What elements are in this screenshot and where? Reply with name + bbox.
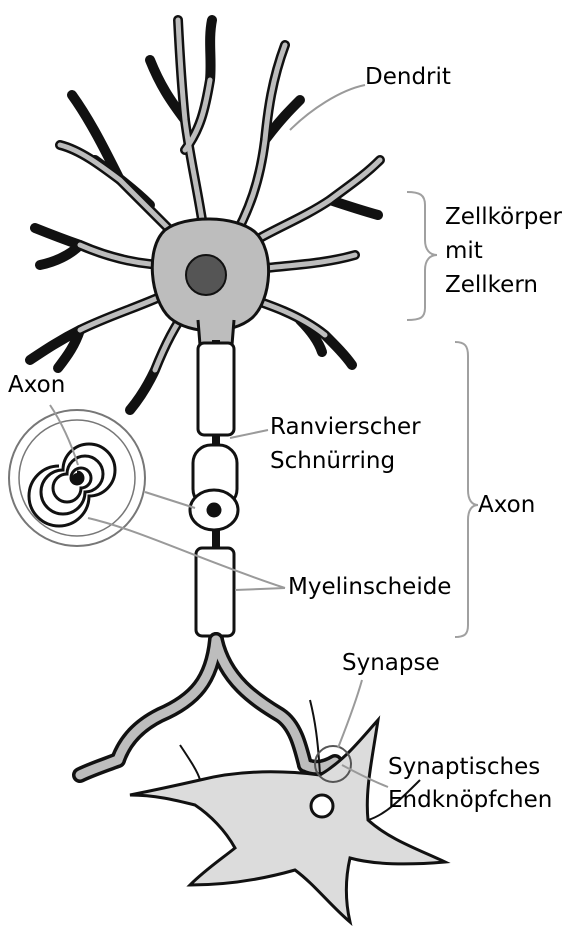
myelin-segment-1 bbox=[198, 343, 234, 435]
axon-cross-section-inset bbox=[9, 410, 145, 546]
label-zellkoerper-3: Zellkern bbox=[445, 270, 538, 300]
bracket-axon bbox=[455, 342, 478, 637]
label-synapse: Synapse bbox=[342, 648, 440, 678]
leader-myelin-1 bbox=[235, 588, 285, 590]
label-axon: Axon bbox=[478, 490, 535, 520]
postsynaptic-nucleus bbox=[311, 795, 333, 817]
label-ranvier-2: Schnürring bbox=[270, 446, 395, 476]
bracket-zellkoerper bbox=[407, 192, 437, 320]
label-endknoepfchen-1: Synaptisches bbox=[388, 752, 540, 782]
myelin-segment-3 bbox=[196, 548, 234, 636]
leader-ranvier bbox=[230, 430, 268, 438]
axon-segments bbox=[190, 340, 238, 660]
label-endknoepfchen-2: Endknöpfchen bbox=[388, 785, 552, 815]
postsynaptic-cell bbox=[130, 720, 445, 922]
label-zellkoerper-1: Zellkörper bbox=[445, 202, 562, 232]
leader-synapse bbox=[338, 680, 362, 748]
axon-terminals bbox=[80, 640, 335, 775]
leader-dendrit bbox=[290, 85, 365, 130]
label-dendrit: Dendrit bbox=[365, 62, 451, 92]
leader-cross-section bbox=[145, 492, 195, 508]
label-myelinscheide: Myelinscheide bbox=[288, 572, 451, 602]
label-zellkoerper-2: mit bbox=[445, 236, 483, 266]
cell-nucleus bbox=[186, 255, 226, 295]
label-axon-inset: Axon bbox=[8, 370, 65, 400]
label-ranvier-1: Ranvierscher bbox=[270, 412, 421, 442]
